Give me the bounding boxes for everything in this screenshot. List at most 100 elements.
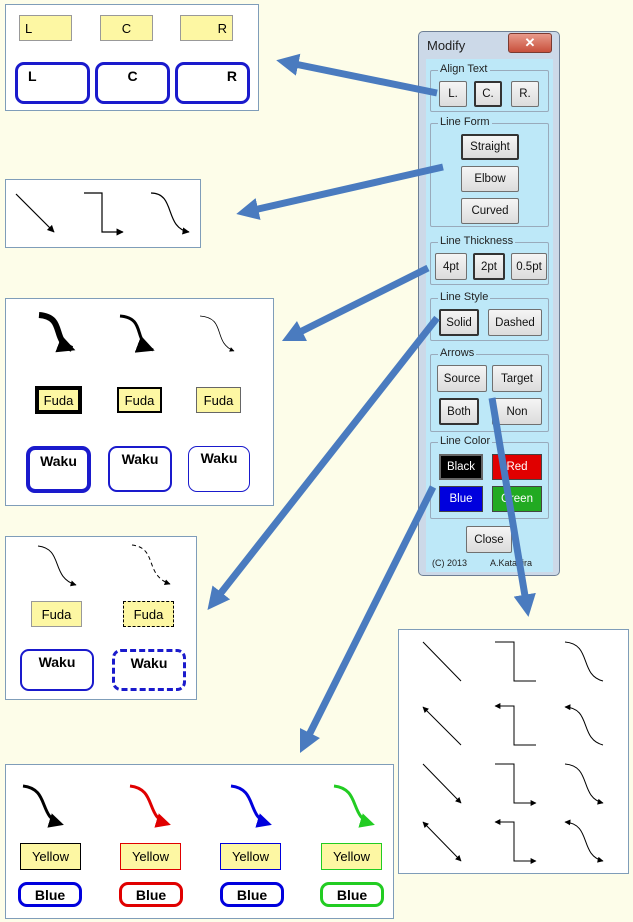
fuda-label: Yellow [332,849,371,864]
waku-label: Blue [135,886,167,903]
line-form-example-panel [5,179,201,248]
waku-dashed: Waku [112,649,186,691]
blue-color-button[interactable]: Blue [439,486,483,512]
fuda-dashed: Fuda [123,601,174,627]
fuda-green-border: Yellow [321,843,382,870]
arrows-group: Arrows Source Target Both Non [430,347,549,432]
fuda-label: Fuda [133,606,164,622]
style-arrows [37,544,171,587]
waku-label: Blue [236,886,268,903]
curved-button[interactable]: Curved [461,198,519,224]
fuda-red-border: Yellow [120,843,181,870]
curved-arrow-0-5pt [199,315,235,352]
fuda-solid: Fuda [31,601,82,627]
straight-button[interactable]: Straight [461,134,519,160]
curved-source-arrow [564,704,604,746]
solid-button[interactable]: Solid [439,309,479,336]
curved-no-arrow [564,641,604,682]
line-thickness-example-panel: Fuda Fuda Fuda Waku Waku Waku [5,298,274,506]
black-color-button[interactable]: Black [439,454,483,480]
waku-4pt: Waku [26,446,91,493]
waku-label: Waku [200,450,238,466]
fuda-label: C [121,20,132,36]
close-button[interactable]: Close [466,526,512,553]
elbow-no-arrow [495,641,536,682]
curved-arrow-2pt [119,314,155,353]
straight-both-arrows [422,821,462,862]
thickness-0-5pt-button[interactable]: 0.5pt [511,253,547,280]
elbow-button[interactable]: Elbow [461,166,519,192]
waku-blue-border: Blue [220,882,284,907]
line-thickness-legend: Line Thickness [438,235,516,247]
fuda-blue-border: Yellow [220,843,281,870]
fuda-2pt: Fuda [117,387,162,413]
red-curved-arrow [129,784,171,828]
callout-align-text [276,53,438,97]
fuda-label: Fuda [43,392,74,408]
waku-black-border: Blue [18,882,82,907]
dashed-curved-arrow [131,544,171,586]
dialog-title: Modify [427,38,466,53]
line-form-legend: Line Form [438,116,492,128]
close-icon[interactable]: ✕ [508,33,552,53]
waku-green-border: Blue [320,882,384,907]
waku-label: Waku [38,654,76,670]
green-color-button[interactable]: Green [492,486,542,512]
modify-dialog: Modify ✕ Align Text L. C. R. Line Form S… [418,31,560,576]
line-form-group: Line Form Straight Elbow Curved [430,116,549,227]
waku-label: Waku [40,453,77,469]
waku-right-aligned: R [175,62,250,104]
align-text-group: Align Text L. C. R. [430,63,549,112]
align-text-example-panel: L C R L C R [5,4,259,111]
fuda-4pt: Fuda [35,386,82,414]
fuda-label: Fuda [124,392,155,408]
line-color-legend: Line Color [438,435,493,447]
align-left-button[interactable]: L. [439,81,467,107]
align-right-button[interactable]: R. [511,81,539,107]
fuda-label: R [217,20,227,36]
green-curved-arrow [333,784,375,828]
curved-arrow-4pt [38,312,76,353]
no-arrows-button[interactable]: Non [492,398,542,425]
waku-left-aligned: L [15,62,90,104]
fuda-0-5pt: Fuda [196,387,241,413]
line-color-example-panel: Yellow Yellow Yellow Yellow Blue Blue Bl… [5,764,394,919]
elbow-target-arrow [495,763,537,806]
fuda-right-aligned: R [180,15,233,41]
fuda-label: Yellow [31,849,70,864]
both-arrows-button[interactable]: Both [439,398,479,425]
fuda-black-border: Yellow [20,843,81,870]
straight-line-example [15,193,55,233]
source-arrow-button[interactable]: Source [437,365,487,392]
dashed-button[interactable]: Dashed [488,309,542,336]
fuda-label: Yellow [231,849,270,864]
elbow-source-arrow [494,703,536,746]
elbow-line-example [84,192,124,236]
line-style-group: Line Style Solid Dashed [430,291,549,341]
waku-red-border: Blue [119,882,183,907]
fuda-label: Fuda [41,606,72,622]
straight-no-arrow [422,641,462,682]
elbow-both-arrows [494,819,537,864]
waku-label: L [28,68,37,84]
author-text: A.Katagira [490,558,533,568]
curved-both-arrows [564,819,604,863]
callout-thickness [281,264,430,342]
solid-curved-arrow [37,545,77,587]
target-arrow-button[interactable]: Target [492,365,542,392]
fuda-center-aligned: C [100,15,153,41]
red-color-button[interactable]: Red [492,454,542,480]
dialog-body: Align Text L. C. R. Line Form Straight E… [426,59,553,572]
straight-source-arrow [422,706,462,746]
line-thickness-group: Line Thickness 4pt 2pt 0.5pt [430,235,549,285]
fuda-label: L [25,20,33,36]
align-center-button[interactable]: C. [474,81,502,107]
thickness-4pt-button[interactable]: 4pt [435,253,467,280]
thickness-2pt-button[interactable]: 2pt [473,253,505,280]
arrow-direction-grid [422,641,604,864]
fuda-left-aligned: L [19,15,72,41]
blue-curved-arrow [230,784,272,828]
line-style-legend: Line Style [438,291,491,303]
fuda-label: Fuda [203,392,234,408]
curved-target-arrow [564,763,604,805]
